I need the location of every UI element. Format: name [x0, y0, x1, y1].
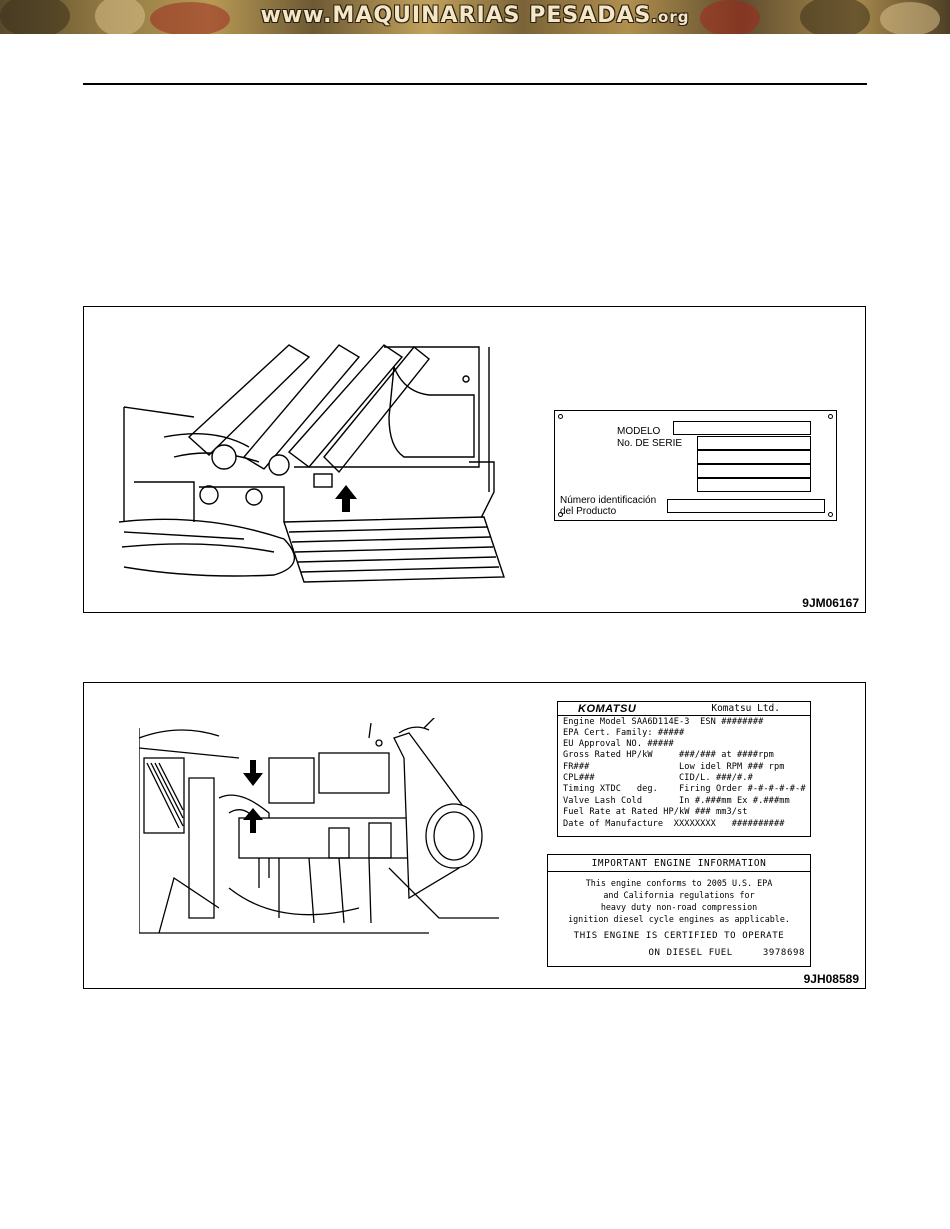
banner-decoration	[700, 0, 760, 34]
engine-info-line: ignition diesel cycle engines as applica…	[568, 914, 790, 924]
banner-decoration	[95, 0, 145, 34]
engine-drawing	[139, 718, 499, 934]
engine-info-line: This engine conforms to 2005 U.S. EPA	[585, 878, 773, 888]
product-id-field	[667, 499, 825, 513]
engine-plate-line: Date of Manufacture XXXXXXXX ##########	[563, 819, 785, 829]
banner-decoration	[0, 0, 70, 34]
figure-engine-plate: KOMATSU Komatsu Ltd. Engine Model SAA6D1…	[83, 682, 866, 989]
serial-field	[697, 450, 811, 464]
screw-icon	[558, 512, 563, 517]
engine-plate-line: Fuel Rate at Rated HP/kW ### mm3/st	[563, 807, 748, 817]
banner-title-main: www.MAQUINARIAS PESADAS	[260, 3, 652, 28]
figure-code: 9JM06167	[802, 596, 859, 610]
serial-field	[697, 436, 811, 450]
engine-plate-line: Timing XTDC deg. Firing Order #-#-#-#-#-…	[563, 784, 806, 794]
engine-info-line: heavy duty non-road compression	[600, 902, 758, 912]
screw-icon	[828, 512, 833, 517]
product-id-label-2: del Producto	[560, 506, 617, 517]
engine-info-line: and California regulations for	[603, 890, 755, 900]
screw-icon	[828, 414, 833, 419]
banner-decoration	[800, 0, 870, 34]
engine-info-line: THIS ENGINE IS CERTIFIED TO OPERATE	[573, 931, 785, 941]
banner-decoration	[150, 2, 230, 34]
engine-plate-line: Valve Lash Cold In #.###mm Ex #.###mm	[563, 796, 790, 806]
figure-code: 9JH08589	[803, 972, 859, 986]
figure-machine-plate: MODELO No. DE SERIE Número identificació…	[83, 306, 866, 613]
engine-plate-header: KOMATSU Komatsu Ltd.	[558, 702, 810, 716]
komatsu-logo: KOMATSU	[578, 703, 637, 715]
header-rule	[83, 83, 867, 85]
product-id-label-1: Número identificación	[560, 495, 657, 506]
engine-info-last-line: ON DIESEL FUEL 3978698	[648, 948, 805, 958]
engine-information-plate: IMPORTANT ENGINE INFORMATION This engine…	[547, 854, 811, 967]
site-banner: www.MAQUINARIAS PESADAS.org	[0, 0, 950, 34]
engine-plate-line: FR### Low idel RPM ### rpm	[563, 762, 785, 772]
engine-plate-line: Gross Rated HP/kW ###/### at ####rpm	[563, 750, 774, 760]
serial-field	[697, 478, 811, 492]
engine-plate-line: EU Approval NO. #####	[563, 739, 674, 749]
banner-decoration	[880, 2, 940, 34]
engine-plate-line: Engine Model SAA6D114E-3 ESN ########	[563, 717, 764, 727]
engine-plate-line: CPL### CID/L. ###/#.#	[563, 773, 753, 783]
serial-label: No. DE SERIE	[617, 438, 683, 449]
model-label: MODELO	[617, 426, 661, 437]
company-name: Komatsu Ltd.	[711, 703, 780, 714]
engine-emission-plate: KOMATSU Komatsu Ltd. Engine Model SAA6D1…	[557, 701, 811, 837]
engine-info-title: IMPORTANT ENGINE INFORMATION	[548, 855, 810, 872]
serial-field	[697, 464, 811, 478]
model-field	[673, 421, 811, 435]
banner-title-suffix: .org	[651, 8, 690, 26]
engine-plate-line: EPA Cert. Family: #####	[563, 728, 685, 738]
screw-icon	[558, 414, 563, 419]
banner-title[interactable]: www.MAQUINARIAS PESADAS.org	[0, 3, 950, 28]
machine-serial-plate: MODELO No. DE SERIE Número identificació…	[554, 410, 837, 521]
excavator-drawing	[118, 344, 505, 583]
